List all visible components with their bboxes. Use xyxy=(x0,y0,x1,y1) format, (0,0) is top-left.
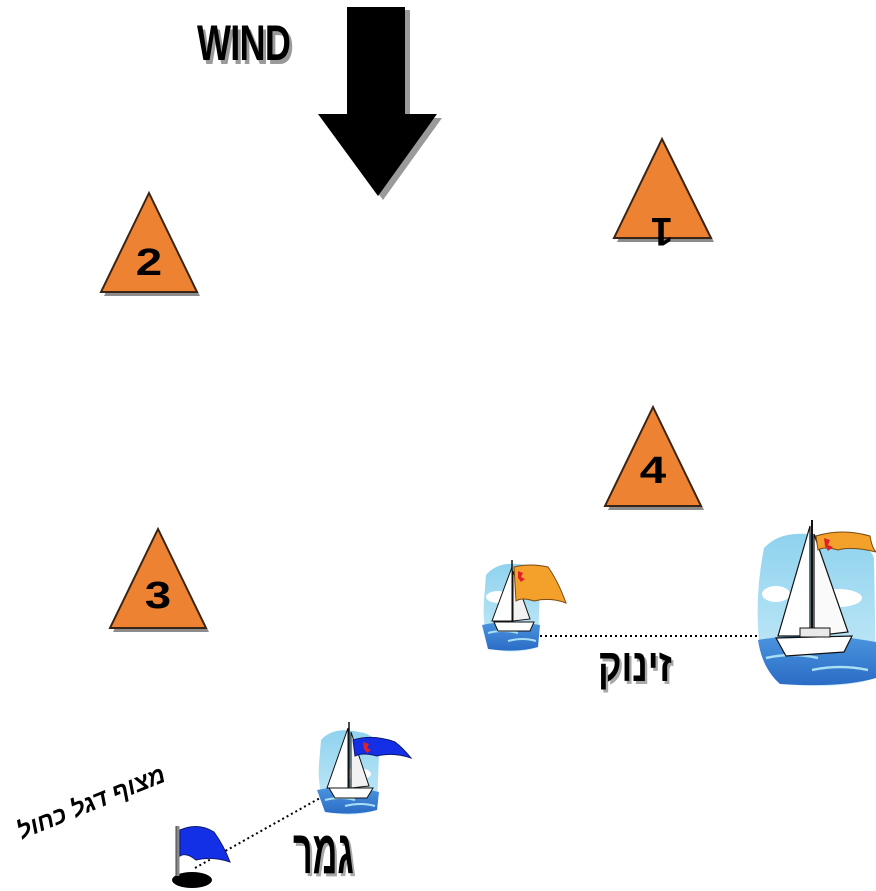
start-line-label: זינוק xyxy=(598,642,672,688)
blue-flag-buoy-icon xyxy=(172,826,230,888)
mark-2-buoy-icon: 2 xyxy=(101,193,200,296)
finish-line-label: גמר xyxy=(293,822,354,884)
mark-3-buoy-icon: 3 xyxy=(110,529,209,632)
start-committee-boat-large-icon xyxy=(758,520,876,686)
mark-3-number: 3 xyxy=(145,574,171,616)
start-committee-boat-small-icon xyxy=(482,560,566,652)
wind-arrow-icon xyxy=(318,7,442,200)
mark-1-buoy-icon: 1 xyxy=(614,139,714,253)
mark-4-buoy-icon: 4 xyxy=(605,407,704,510)
mark-2-number: 2 xyxy=(136,241,162,283)
finish-boat-icon xyxy=(317,722,411,815)
mark-4-number: 4 xyxy=(640,449,667,491)
mark-1-number: 1 xyxy=(651,209,673,253)
